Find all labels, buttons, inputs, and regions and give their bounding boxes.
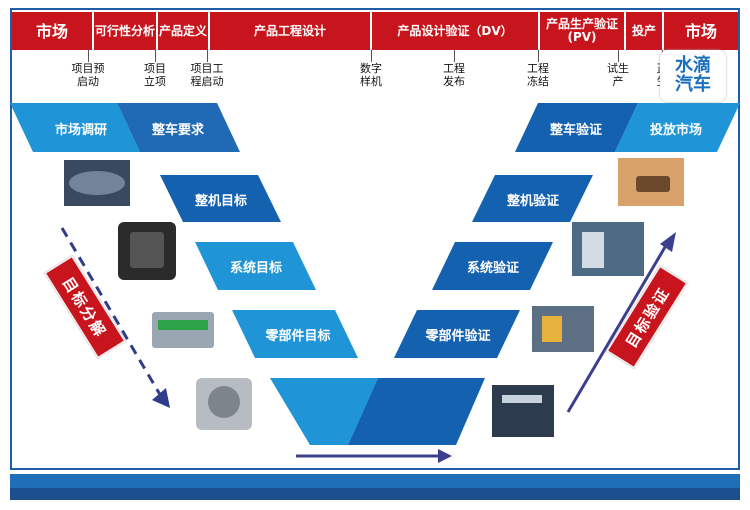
milestone-project-approval: 项目 立项 xyxy=(144,62,166,88)
milestone-engineering-release: 工程 发布 xyxy=(443,62,465,88)
photo-test-bench-parts xyxy=(492,385,554,437)
milestone-tick xyxy=(538,50,539,62)
v-bottom-right xyxy=(348,378,485,445)
label-market-research: 市场调研 xyxy=(54,122,107,138)
photo-test-bench-parts-detail xyxy=(502,395,542,403)
photo-suv-desert-car xyxy=(636,176,670,192)
para-vehicle-requirements xyxy=(117,103,240,152)
phase-market-right: 市场 xyxy=(664,12,738,50)
photo-piston-detail xyxy=(208,386,240,418)
para-vehicle-validation xyxy=(515,103,638,152)
label-system-target: 系统目标 xyxy=(229,260,282,276)
phase-production-start: 投产 xyxy=(626,12,662,50)
milestone-tick xyxy=(88,50,89,62)
phase-product-definition: 产品定义 xyxy=(158,12,208,50)
arrow-decomposition-head xyxy=(152,388,170,408)
para-system-validation xyxy=(432,242,553,290)
para-parts-validation xyxy=(394,310,520,358)
arrow-validation-head xyxy=(660,232,676,252)
phase-production-validation: 产品生产验证 (PV) xyxy=(540,12,624,50)
bottom-bar-dark xyxy=(10,488,740,500)
milestone-trial-production: 试生 产 xyxy=(607,62,629,88)
milestone-engineering-freeze: 工程 冻结 xyxy=(527,62,549,88)
milestone-tick xyxy=(207,50,208,62)
label-parts-target: 零部件目标 xyxy=(265,328,331,344)
label-machine-validation: 整机验证 xyxy=(506,193,559,209)
milestone-digital-prototype: 数字 样机 xyxy=(360,62,382,88)
milestone-tick xyxy=(618,50,619,62)
arrow-time-head xyxy=(438,449,452,463)
photo-test-rig-system-detail xyxy=(542,316,562,342)
photo-test-rig-vehicle-detail xyxy=(582,232,604,268)
photo-engine-detail xyxy=(130,232,164,268)
photo-car-chassis-detail xyxy=(69,171,125,195)
bottom-bar xyxy=(10,474,740,488)
phase-market-left: 市场 xyxy=(12,12,92,50)
photo-test-rig-system xyxy=(532,306,594,352)
para-system-target xyxy=(195,242,316,290)
milestone-tick xyxy=(371,50,372,62)
logo-line-2: 汽车 xyxy=(675,74,711,95)
phase-design-validation: 产品设计验证（DV） xyxy=(372,12,538,50)
para-parts-target xyxy=(232,310,358,358)
label-vehicle-requirements: 整车要求 xyxy=(151,122,204,138)
para-launch-market xyxy=(615,103,740,152)
milestone-tick xyxy=(155,50,156,62)
logo-line-1: 水滴 xyxy=(675,55,711,76)
para-machine-validation xyxy=(472,175,593,222)
milestone-engineering-start: 项目工 程启动 xyxy=(190,62,224,88)
v-bottom-left xyxy=(270,378,378,445)
label-machine-target: 整机目标 xyxy=(194,193,247,209)
photo-injectors-detail xyxy=(158,320,208,330)
para-market-research xyxy=(10,103,140,152)
label-parts-validation: 零部件验证 xyxy=(425,328,491,344)
label-system-validation: 系统验证 xyxy=(466,260,519,276)
milestone-tick xyxy=(454,50,455,62)
arrow-validation xyxy=(566,241,670,413)
phase-engineering-design: 产品工程设计 xyxy=(210,12,370,50)
para-machine-target xyxy=(160,175,281,222)
water-drop-auto-logo: 水滴 汽车 xyxy=(660,50,726,102)
label-vehicle-validation: 整车验证 xyxy=(549,122,602,138)
milestone-project-prestart: 项目预 启动 xyxy=(71,62,105,88)
label-launch-market: 投放市场 xyxy=(649,122,702,138)
phase-feasibility: 可行性分析 xyxy=(94,12,156,50)
